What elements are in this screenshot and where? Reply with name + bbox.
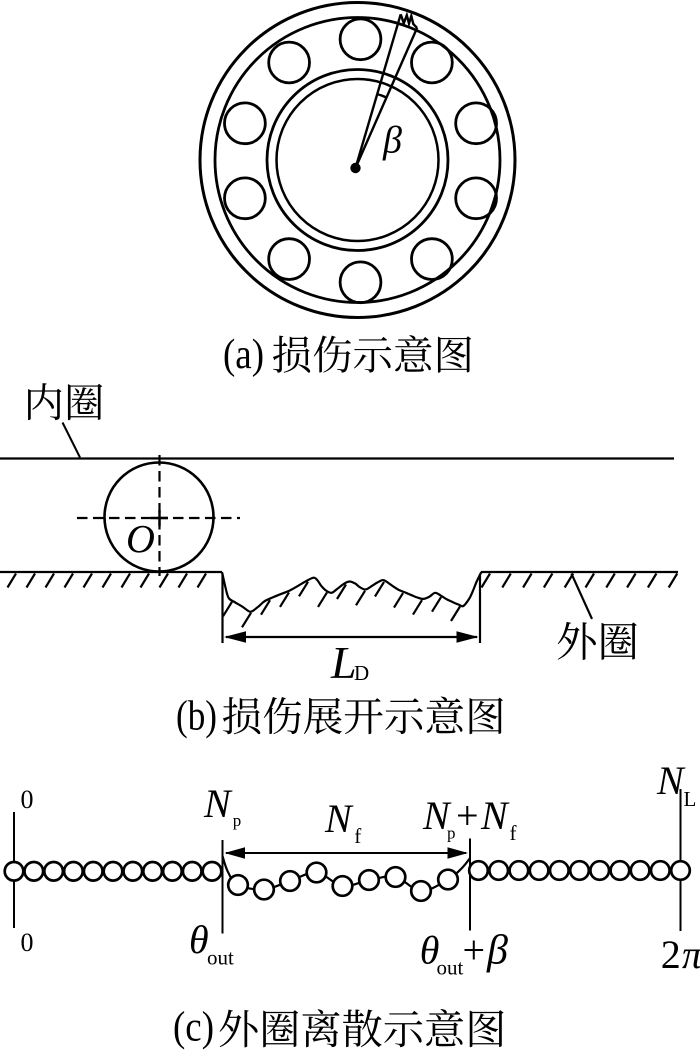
- svg-text:(c): (c): [173, 1005, 214, 1051]
- svg-text:p: p: [233, 811, 242, 830]
- svg-text:N: N: [422, 793, 452, 838]
- svg-text:N: N: [480, 793, 510, 838]
- svg-text:β: β: [382, 119, 402, 161]
- svg-text:0: 0: [21, 928, 34, 957]
- svg-text:f: f: [510, 821, 517, 845]
- svg-text:f: f: [354, 824, 361, 848]
- svg-text:β: β: [486, 928, 508, 974]
- svg-text:(b): (b): [176, 694, 217, 740]
- svg-text:N: N: [324, 796, 354, 841]
- svg-text:out: out: [207, 946, 234, 970]
- svg-text:+: +: [456, 793, 479, 838]
- svg-text:L: L: [684, 787, 697, 811]
- svg-text:π: π: [682, 932, 700, 977]
- svg-text:θ: θ: [420, 928, 440, 973]
- svg-text:N: N: [656, 758, 686, 803]
- svg-text:θ: θ: [189, 917, 209, 962]
- svg-text:N: N: [203, 781, 233, 826]
- svg-text:out: out: [437, 956, 464, 980]
- svg-text:p: p: [447, 824, 456, 843]
- svg-text:O: O: [126, 517, 155, 562]
- svg-text:(a): (a): [223, 332, 264, 378]
- svg-text:0: 0: [21, 785, 34, 814]
- svg-text:+: +: [463, 928, 486, 973]
- svg-text:L: L: [330, 637, 357, 688]
- svg-text:D: D: [354, 661, 369, 685]
- svg-text:2: 2: [661, 932, 681, 977]
